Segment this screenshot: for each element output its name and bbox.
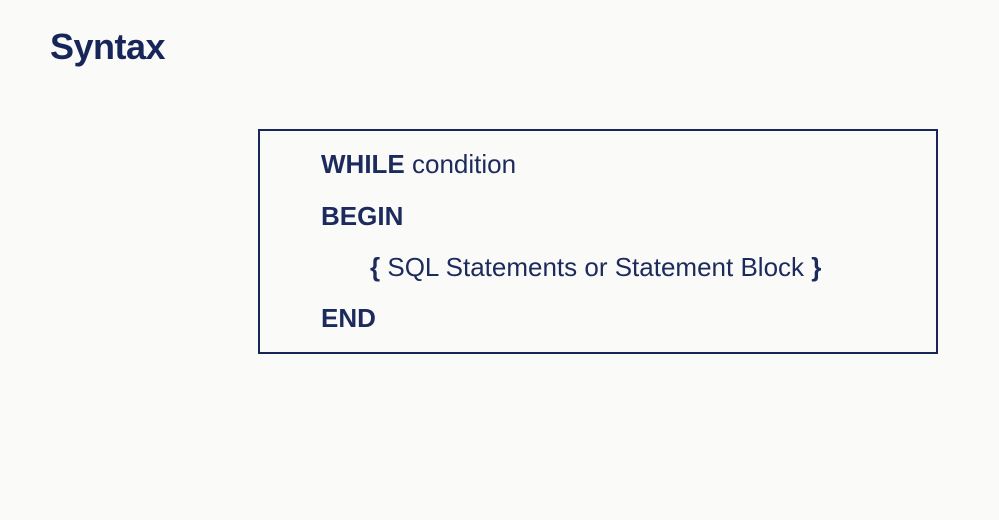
statement-block-line: { SQL Statements or Statement Block }	[370, 252, 821, 282]
begin-line: BEGIN	[321, 201, 403, 231]
close-brace: }	[811, 252, 822, 282]
while-line: WHILE condition	[321, 149, 516, 179]
slide-title: Syntax	[50, 26, 166, 67]
while-keyword: WHILE	[321, 149, 405, 179]
condition-text: condition	[412, 149, 517, 179]
end-keyword: END	[321, 303, 376, 333]
syntax-box: WHILE condition BEGIN { SQL Statements o…	[258, 129, 938, 354]
end-line: END	[321, 303, 376, 333]
open-brace: {	[370, 252, 381, 282]
begin-keyword: BEGIN	[321, 201, 404, 231]
statement-block-text: SQL Statements or Statement Block	[387, 252, 805, 282]
